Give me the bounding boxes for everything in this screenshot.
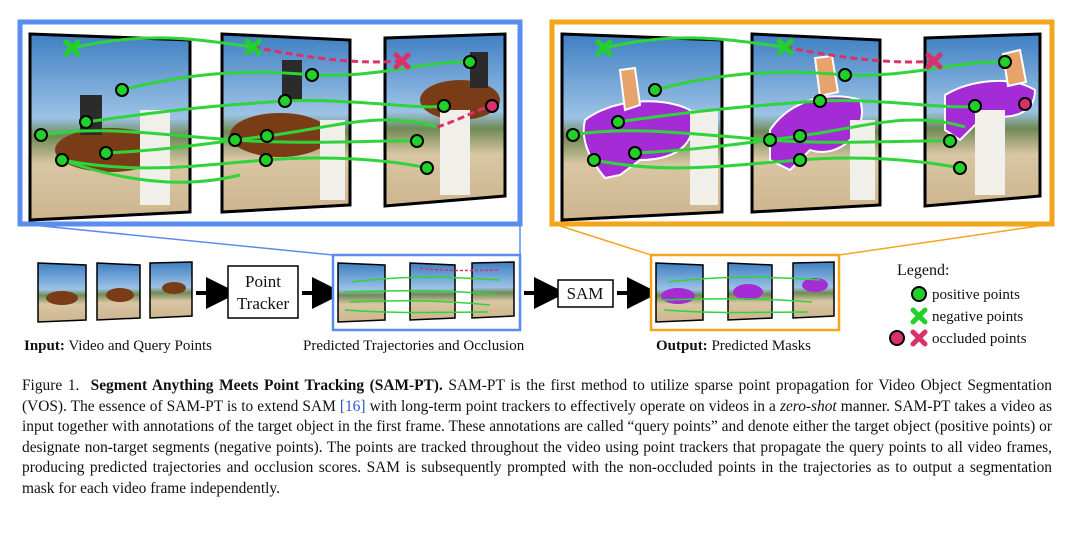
positive-point-icon (911, 286, 927, 302)
trajectory-points (34, 55, 499, 175)
legend-negative: negative points (932, 309, 1023, 325)
input-label: Input: Video and Query Points (24, 338, 212, 355)
caption-citation[interactable]: [16] (339, 397, 366, 415)
output-label-bold: Output: (656, 338, 708, 354)
output-label: Output: Predicted Masks (656, 338, 811, 355)
trajectory-negative-marks (63, 38, 411, 70)
figure-diagram: Point Tracker SAM Legend: (17, 19, 1055, 347)
legend-positive: positive points (932, 287, 1020, 303)
sam-label: SAM (567, 284, 604, 303)
middle-label: Predicted Trajectories and Occlusion (303, 338, 524, 355)
caption-italic: zero-shot (779, 397, 837, 415)
point-tracker-label-2: Tracker (237, 294, 290, 313)
mask-frame-3 (923, 32, 1042, 208)
zoom-connectors (21, 223, 1053, 256)
caption-part2: with long-term point trackers to effecti… (369, 397, 776, 415)
trajectories-thumbnails (337, 261, 515, 323)
input-label-text: Video and Query Points (68, 338, 213, 354)
trajectory-frame-3 (383, 32, 507, 208)
caption-prefix: Figure 1. (22, 377, 80, 394)
middle-label-text: Predicted Trajectories and Occlusion (303, 338, 525, 354)
caption-part3: manner. SAM-PT takes a video as input to… (22, 397, 1052, 497)
caption-part1: SAM-PT is the first method to utilize sp… (22, 377, 1052, 415)
masks-thumbnails (655, 261, 835, 323)
occluded-point-circle-icon (889, 330, 905, 346)
figure-caption: Figure 1. Segment Anything Meets Point T… (22, 376, 1052, 500)
mask-negative-marks (595, 38, 943, 70)
input-label-bold: Input: (24, 338, 65, 354)
masks-panel (549, 19, 1055, 227)
trajectory-frame-1 (28, 32, 192, 222)
caption-title: Segment Anything Meets Point Tracking (S… (90, 377, 443, 394)
point-tracker-label-1: Point (245, 272, 281, 291)
output-label-text: Predicted Masks (711, 338, 812, 354)
legend: Legend: positive points negative points … (889, 262, 1027, 347)
legend-title: Legend: (897, 262, 949, 279)
trajectories-panel (17, 19, 523, 227)
negative-point-icon (910, 307, 928, 325)
input-thumbnails (37, 261, 193, 323)
mask-points (566, 55, 1032, 175)
point-tracker-box (227, 265, 299, 319)
sam-box (557, 279, 614, 308)
mask-frame-1 (560, 32, 724, 222)
occluded-point-x-icon (910, 329, 928, 347)
legend-occluded: occluded points (932, 331, 1027, 347)
mask-frame-2 (750, 32, 882, 214)
